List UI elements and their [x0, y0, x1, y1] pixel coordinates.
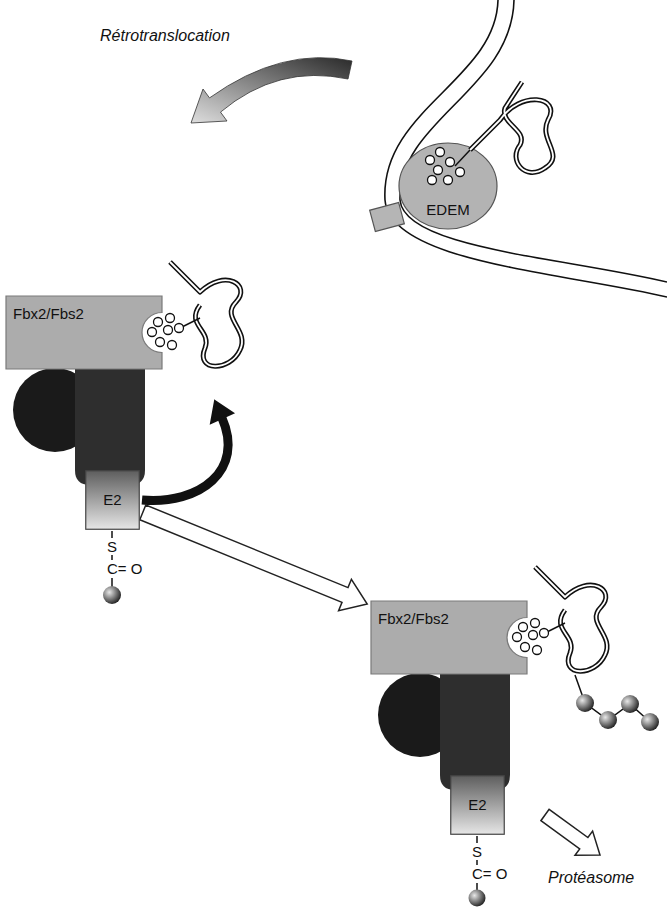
- mannose: [434, 166, 443, 175]
- cullin-block: [440, 667, 510, 790]
- proteasome-arrow: [541, 809, 600, 855]
- fbox-receptor-box: Fbx2/Fbs2: [370, 600, 528, 675]
- node-text: Fbx2/Fbs2: [378, 610, 449, 628]
- mannose: [164, 326, 173, 335]
- glycan: [513, 619, 549, 655]
- e2-shape: [86, 471, 140, 530]
- node-text: E2: [103, 491, 121, 509]
- cullin-block: [75, 362, 145, 485]
- misfolded-protein: [470, 82, 553, 172]
- mannose: [436, 148, 445, 157]
- ubiquitin-ball: [469, 890, 486, 907]
- thioester-bond: [476, 860, 478, 865]
- glycan: [148, 314, 184, 350]
- mannose: [521, 643, 530, 652]
- mannose: [426, 156, 435, 165]
- thioester-bond: [476, 836, 478, 843]
- er-membrane: [400, 0, 667, 282]
- bond-label: C= O: [107, 560, 142, 577]
- glycan: [426, 148, 465, 185]
- edem-ellipse: EDEM: [398, 142, 498, 230]
- misfolded-protein: [170, 262, 242, 366]
- bond-label: C= O: [472, 865, 507, 882]
- ubiquitin-ball: [621, 695, 639, 713]
- mannose: [444, 176, 453, 185]
- mannose: [168, 341, 177, 350]
- node-text: EDEM: [426, 201, 469, 219]
- mannose: [456, 168, 465, 177]
- ubiquitin-ball: [599, 711, 617, 729]
- mannose: [166, 314, 175, 323]
- mannose: [533, 646, 542, 655]
- misfolded-protein: [470, 82, 553, 172]
- mannose: [148, 328, 157, 337]
- ubiquitin-ball: [103, 586, 121, 604]
- mannose: [513, 633, 522, 642]
- mannose: [175, 324, 184, 333]
- flow-arrow: [140, 505, 367, 611]
- ubiquitin-ball: [576, 694, 594, 712]
- mannose: [154, 318, 163, 327]
- ubiquitin-stalk: [476, 883, 478, 890]
- node-text: Fbx2/Fbs2: [13, 305, 84, 323]
- thioester-bond: [111, 555, 113, 560]
- transfer-arrowhead: [211, 401, 233, 423]
- e2-box: E2: [450, 775, 505, 835]
- ubiquitin-stalk: [111, 578, 113, 587]
- fbox-receptor-box: Fbx2/Fbs2: [5, 295, 163, 370]
- fbox-shape: [371, 601, 527, 674]
- process-label: Rétrotranslocation: [100, 26, 230, 45]
- atom-symbol: S: [107, 538, 117, 555]
- edem-shape: [399, 143, 497, 229]
- e2-shape: [451, 776, 505, 835]
- misfolded-protein: [535, 567, 607, 671]
- atom-symbol: S: [472, 843, 482, 860]
- retrotranslocation-arrow: [191, 58, 352, 123]
- glycan-stem: [455, 150, 470, 166]
- translocon: [370, 202, 405, 231]
- mannose: [156, 338, 165, 347]
- node-text: E2: [468, 796, 486, 814]
- e2-box: E2: [85, 470, 140, 530]
- thioester-bond: [111, 531, 113, 538]
- transfer-arrow: [142, 418, 228, 500]
- er-membrane: [385, 0, 667, 297]
- ubiquitin-ball: [641, 713, 659, 731]
- mannose: [446, 158, 455, 167]
- mannose: [529, 631, 538, 640]
- mannose: [531, 619, 540, 628]
- fbox-shape: [6, 296, 162, 369]
- mannose: [428, 176, 437, 185]
- mannose: [540, 629, 549, 638]
- misfolded-protein: [170, 262, 242, 366]
- misfolded-protein: [535, 567, 607, 671]
- process-label: Protéasome: [548, 868, 634, 887]
- mannose: [519, 623, 528, 632]
